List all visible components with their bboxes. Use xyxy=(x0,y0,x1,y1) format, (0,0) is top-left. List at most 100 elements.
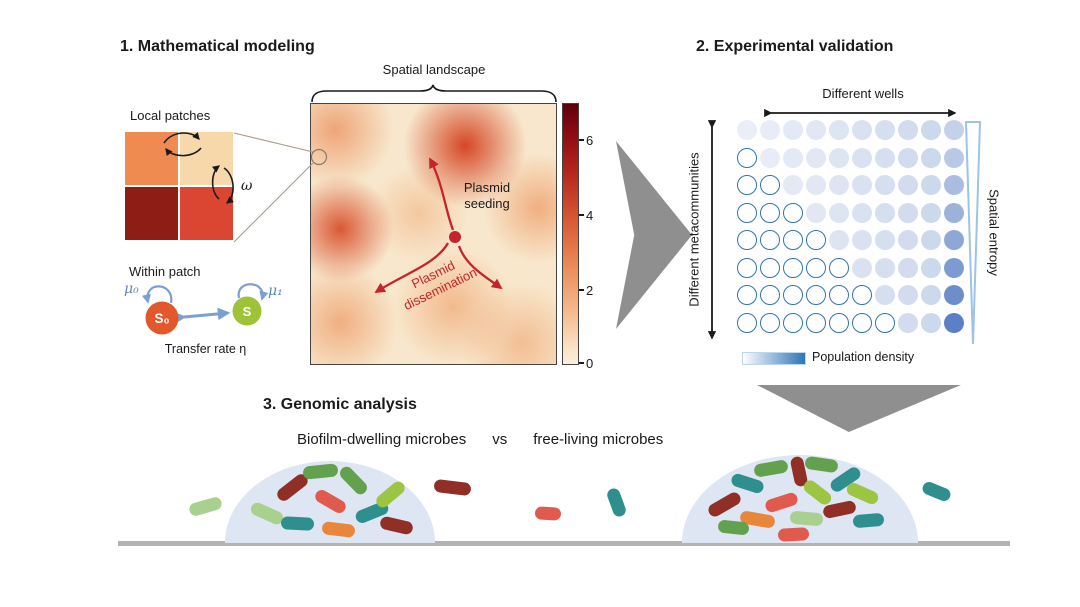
well-circle xyxy=(760,285,780,305)
well-circle xyxy=(852,312,872,333)
well-circle xyxy=(829,120,849,140)
colorbar-tick-mark xyxy=(579,214,584,216)
well-circle xyxy=(875,230,895,250)
spatial-entropy-wedge xyxy=(964,121,982,345)
well-circle xyxy=(806,175,826,195)
well-circle xyxy=(783,312,803,333)
patch-top-left xyxy=(125,132,178,185)
well-circle xyxy=(898,202,918,223)
microbe-rod xyxy=(788,510,824,526)
different-metacommunities-label: Different metacommunities xyxy=(686,152,702,307)
well-circle xyxy=(829,257,849,278)
well-circle xyxy=(875,257,895,278)
well-circle xyxy=(944,285,964,305)
well-circle xyxy=(829,175,849,195)
well-circle xyxy=(760,120,780,140)
spatial-entropy-label: Spatial entropy xyxy=(986,189,1002,276)
spatial-landscape-label: Spatial landscape xyxy=(382,62,486,77)
well-circle xyxy=(737,202,757,223)
well-circle xyxy=(806,202,826,223)
well-circle xyxy=(737,312,757,333)
well-circle xyxy=(760,312,780,333)
s-node xyxy=(232,296,262,326)
well-circle xyxy=(829,285,849,305)
plasmid-seeding-label: Plasmid seeding xyxy=(463,180,511,212)
well-circle xyxy=(783,285,803,305)
well-circle xyxy=(875,202,895,223)
well-circle xyxy=(737,175,757,195)
colorbar-tick-4: 4 xyxy=(586,208,594,223)
well-circle xyxy=(875,120,895,140)
microbe-rod xyxy=(716,518,750,536)
microbe-rod xyxy=(851,512,885,528)
well-circle xyxy=(783,120,803,140)
flow-arrow-right xyxy=(616,141,692,329)
spatial-landscape-brace xyxy=(311,84,557,103)
well-circle xyxy=(829,147,849,168)
well-circle xyxy=(852,175,872,195)
microbe-rod xyxy=(777,526,809,542)
well-circle xyxy=(852,120,872,140)
well-circle xyxy=(898,175,918,195)
well-circle xyxy=(921,257,941,278)
different-wells-label: Different wells xyxy=(822,86,904,101)
well-circle xyxy=(898,257,918,278)
surface-line xyxy=(118,541,1010,546)
well-circle xyxy=(737,285,757,305)
well-circle xyxy=(737,257,757,278)
within-patch-label: Within patch xyxy=(129,264,201,279)
local-patches-label: Local patches xyxy=(130,108,211,123)
well-circle xyxy=(944,230,964,250)
well-circle xyxy=(737,230,757,250)
colorbar-tick-0: 0 xyxy=(586,356,594,371)
microbe-rod xyxy=(534,505,562,521)
transfer-rate-label: Transfer rate η xyxy=(164,342,247,356)
well-circle xyxy=(944,202,964,223)
well-circle xyxy=(806,257,826,278)
well-circle xyxy=(737,120,757,140)
colorbar-tick-6: 6 xyxy=(586,133,594,148)
well-grid xyxy=(737,120,964,333)
spatial-landscape-heatmap xyxy=(310,103,557,365)
panel2-title: 2. Experimental validation xyxy=(696,38,894,55)
well-circle xyxy=(898,120,918,140)
well-circle xyxy=(852,230,872,250)
well-circle xyxy=(783,202,803,223)
well-circle xyxy=(921,312,941,333)
well-circle xyxy=(898,285,918,305)
well-circle xyxy=(852,285,872,305)
panel3-title: 3. Genomic analysis xyxy=(263,396,417,413)
patch-top-right xyxy=(180,132,233,185)
omega-label: ω xyxy=(241,178,253,194)
flow-arrow-down xyxy=(757,385,961,432)
well-circle xyxy=(760,175,780,195)
microbe-rod xyxy=(604,486,628,518)
s0-node-label: S₀ xyxy=(154,311,169,326)
well-circle xyxy=(806,230,826,250)
mu1-label: μ₁ xyxy=(268,283,283,299)
well-circle xyxy=(921,285,941,305)
biofilm-microbes-label: Biofilm-dwelling microbes xyxy=(297,431,467,448)
well-circle xyxy=(760,230,780,250)
well-circle xyxy=(944,147,964,168)
colorbar xyxy=(562,103,579,365)
well-circle xyxy=(944,312,964,333)
s-node-label: S xyxy=(243,304,252,319)
colorbar-tick-mark xyxy=(579,139,584,141)
well-circle xyxy=(806,147,826,168)
population-density-gradient xyxy=(742,352,806,365)
s0-node xyxy=(145,301,179,335)
well-circle xyxy=(875,285,895,305)
well-circle xyxy=(806,120,826,140)
well-circle xyxy=(875,312,895,333)
well-circle xyxy=(760,147,780,168)
local-patches-grid xyxy=(125,132,233,240)
well-circle xyxy=(921,147,941,168)
well-circle xyxy=(898,147,918,168)
within-patch-arrows xyxy=(141,283,269,325)
well-circle xyxy=(760,257,780,278)
free-living-microbes-label: free-living microbes xyxy=(533,431,664,448)
colorbar-tick-mark xyxy=(579,289,584,291)
well-circle xyxy=(783,147,803,168)
